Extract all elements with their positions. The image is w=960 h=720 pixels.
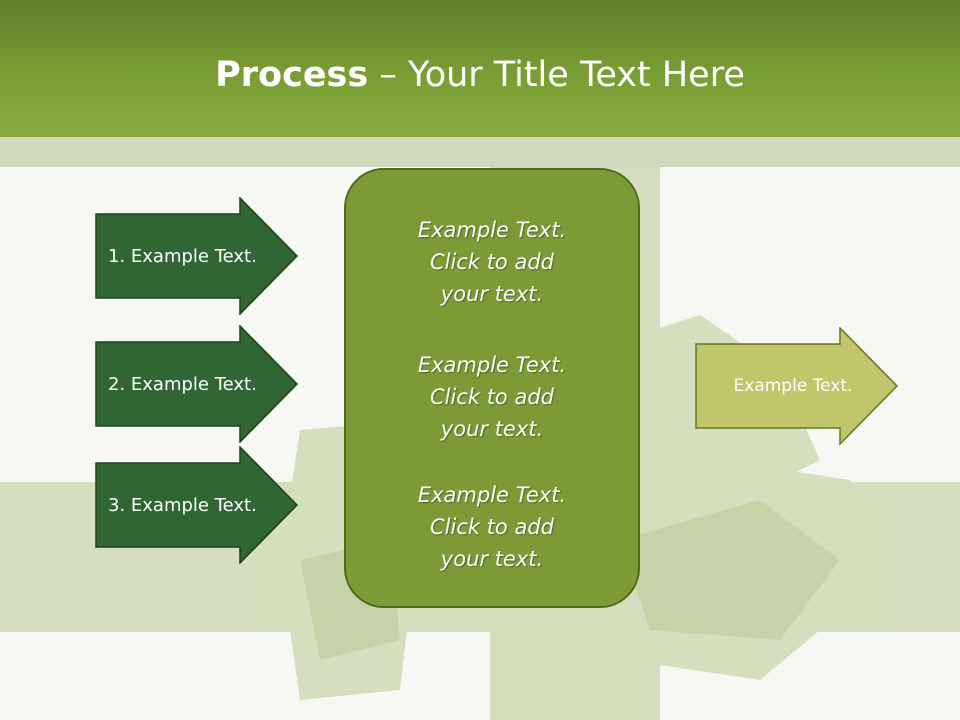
center-item-1[interactable]: Example Text. Click to add your text. xyxy=(346,214,638,310)
header-band xyxy=(0,137,960,167)
step-arrow-2[interactable]: 2. Example Text. xyxy=(95,325,299,443)
center-item-3[interactable]: Example Text. Click to add your text. xyxy=(346,479,638,575)
output-arrow[interactable]: Example Text. xyxy=(695,327,899,445)
center-line: Click to add xyxy=(429,250,554,274)
title-bold: Process xyxy=(215,55,369,95)
center-item-2[interactable]: Example Text. Click to add your text. xyxy=(346,349,638,445)
center-line: your text. xyxy=(440,282,544,306)
center-line: Click to add xyxy=(429,385,554,409)
slide-title[interactable]: Process – Your Title Text Here xyxy=(0,52,960,98)
center-line: your text. xyxy=(440,547,544,571)
arrow-shape xyxy=(95,197,299,315)
arrow-shape xyxy=(695,327,899,445)
center-line: Click to add xyxy=(429,515,554,539)
title-rest: – Your Title Text Here xyxy=(368,55,745,95)
center-line: your text. xyxy=(440,417,544,441)
center-line: Example Text. xyxy=(417,353,567,377)
step-label: 1. Example Text. xyxy=(108,245,257,267)
center-line: Example Text. xyxy=(417,483,567,507)
arrow-shape xyxy=(95,325,299,443)
step-arrow-1[interactable]: 1. Example Text. xyxy=(95,197,299,315)
step-label: 3. Example Text. xyxy=(108,494,257,516)
output-label: Example Text. xyxy=(733,376,853,396)
center-text-box[interactable]: Example Text. Click to add your text. Ex… xyxy=(344,168,640,608)
center-line: Example Text. xyxy=(417,218,567,242)
arrow-shape xyxy=(95,446,299,564)
step-label: 2. Example Text. xyxy=(108,373,257,395)
title-bar xyxy=(0,0,960,137)
step-arrow-3[interactable]: 3. Example Text. xyxy=(95,446,299,564)
